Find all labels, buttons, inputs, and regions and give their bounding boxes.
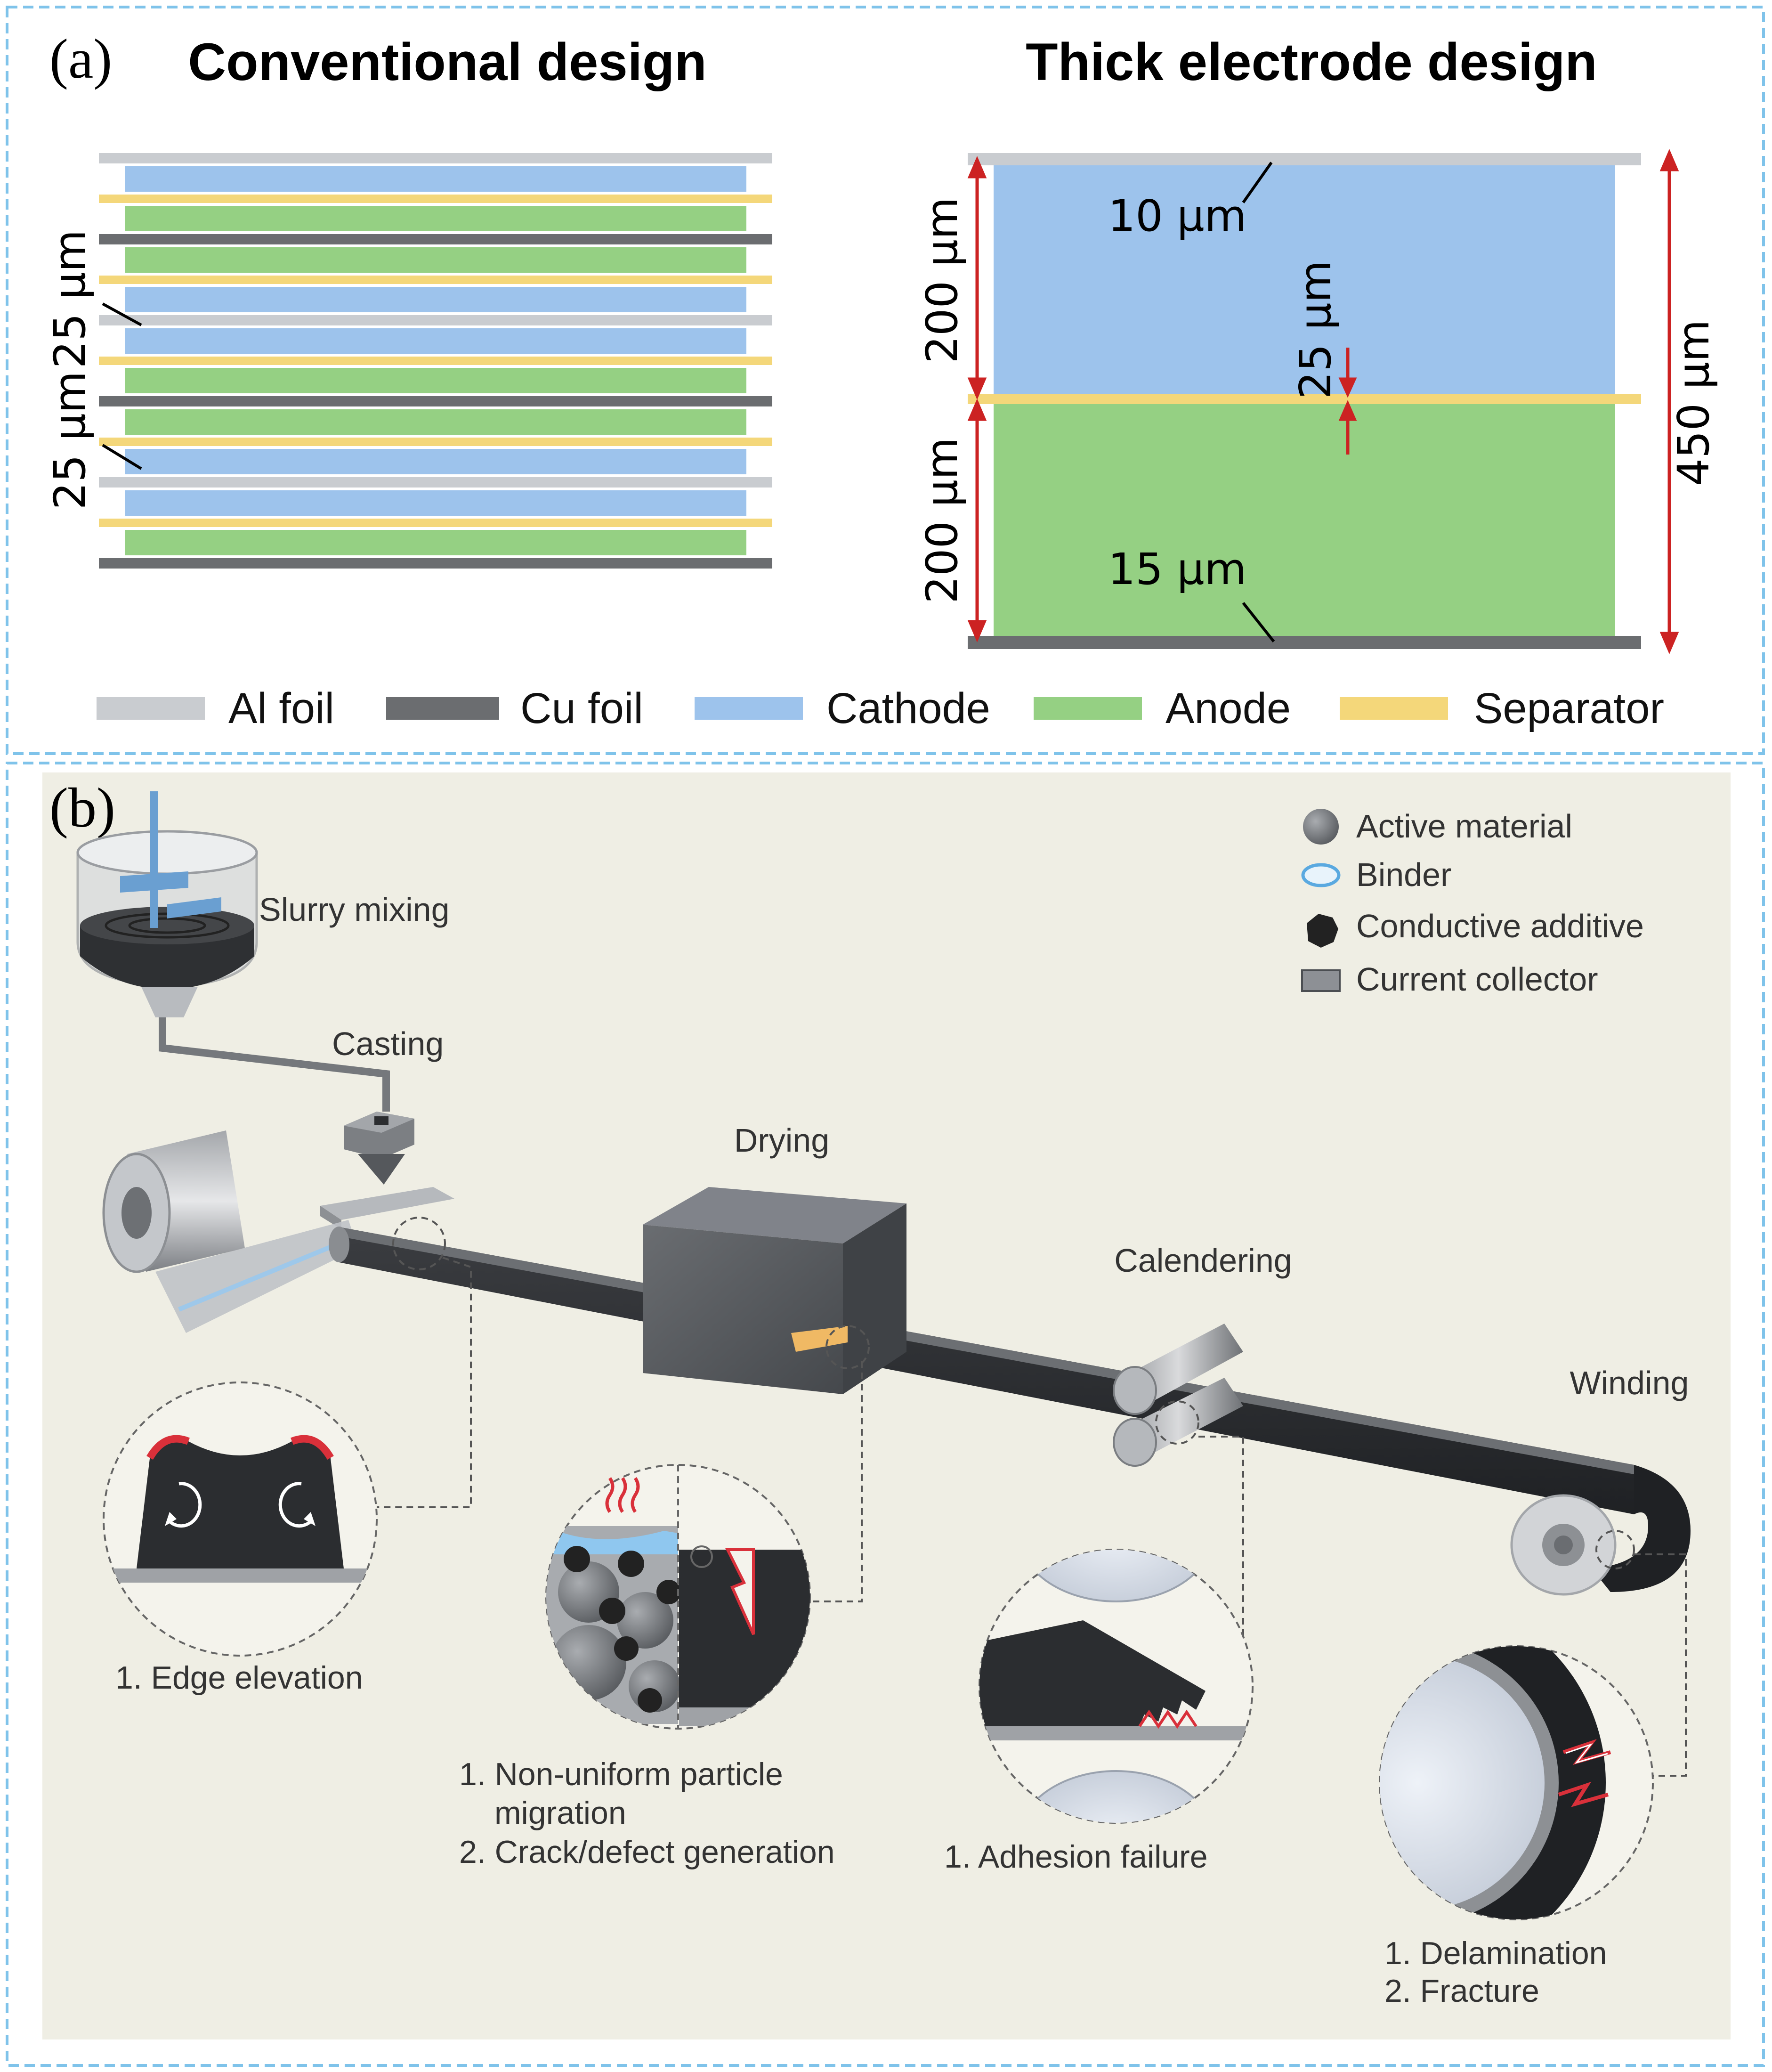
thick-separator-label: 25 µm: [1290, 260, 1341, 399]
conv-layer-cathode: [125, 287, 746, 312]
defect-drying-line-1: 1. Non-uniform particle: [459, 1756, 783, 1792]
step-slurry-mixing: Slurry mixing: [259, 891, 450, 928]
conv-layer-cathode: [125, 449, 746, 474]
conv-layer-anode: [125, 409, 746, 435]
defect-adhesion-failure-label: 1. Adhesion failure: [944, 1839, 1208, 1875]
step-casting: Casting: [332, 1025, 444, 1062]
thick-stack: [968, 153, 1641, 649]
conv-layer-al-foil: [99, 153, 772, 163]
binder-icon: [1301, 863, 1341, 887]
conv-layer-anode: [125, 206, 746, 231]
legend-anode-label: Anode: [1165, 684, 1291, 732]
conv-layer-al-foil: [99, 315, 772, 325]
thick-cu-leader: [1242, 602, 1275, 642]
defect-drying-line-2: migration: [494, 1795, 626, 1831]
conv-layer-anode: [125, 247, 746, 273]
thick-cathode: [994, 165, 1615, 394]
winding-roll: [1510, 1494, 1617, 1596]
slurry-mixer: [76, 791, 390, 1112]
conv-layer-al-foil: [99, 477, 772, 488]
legend-al-foil-swatch: [97, 697, 205, 720]
conventional-title: Conventional design: [188, 33, 706, 91]
legend-cathode-swatch: [695, 697, 803, 720]
thick-anode: [994, 404, 1615, 636]
active-material-icon: [1303, 809, 1339, 845]
conv-layer-separator: [99, 357, 772, 365]
legend-al-foil-label: Al foil: [228, 684, 334, 732]
step-calendering: Calendering: [1114, 1242, 1292, 1279]
legend-active-material: Active material: [1356, 808, 1572, 845]
conv-layer-anode: [125, 530, 746, 555]
calendering-rollers: [1113, 1324, 1243, 1467]
defect-drying: [545, 1464, 811, 1730]
conv-layer-separator: [99, 519, 772, 527]
step-drying: Drying: [734, 1122, 829, 1159]
thick-cu-foil: [968, 636, 1641, 649]
conv-layer-cu-foil: [99, 396, 772, 406]
thick-anode-height: 200 µm: [917, 438, 967, 604]
thick-cathode-height: 200 µm: [917, 197, 967, 364]
conv-layer-separator: [99, 195, 772, 203]
defect-delamination-line-1: 1. Delamination: [1384, 1935, 1607, 1971]
conv-dim-bottom-leader: [102, 444, 142, 470]
conv-layer-separator: [99, 276, 772, 284]
thick-al-leader: [1242, 162, 1273, 203]
conv-layer-cathode: [125, 166, 746, 192]
conv-layer-cu-foil: [99, 234, 772, 244]
thick-total-height: 450 µm: [1668, 320, 1719, 486]
legend-cu-foil-label: Cu foil: [520, 684, 643, 732]
panel-a-frame: [6, 6, 1765, 755]
step-winding: Winding: [1570, 1365, 1689, 1401]
defect-drying-line-3: 2. Crack/defect generation: [459, 1834, 835, 1870]
legend-cathode-label: Cathode: [826, 684, 990, 732]
thick-separator: [968, 394, 1641, 404]
legend-anode-swatch: [1034, 697, 1142, 720]
conv-dim-top-leader: [102, 302, 142, 326]
conv-layer-cu-foil: [99, 558, 772, 569]
conv-layer-cathode: [125, 328, 746, 354]
legend-cu-foil-swatch: [386, 697, 499, 720]
thick-al-foil: [968, 153, 1641, 165]
legend-conductive-additive: Conductive additive: [1356, 908, 1644, 944]
conv-layer-cathode: [125, 490, 746, 516]
conv-layer-anode: [125, 368, 746, 393]
defect-adhesion-failure: [979, 1549, 1254, 1824]
thick-al-thickness: 10 µm: [1108, 191, 1246, 241]
conductive-additive-icon: [1307, 914, 1338, 948]
drying-box: [643, 1187, 906, 1394]
panel-b-legend: Active material Binder Conductive additi…: [1301, 808, 1644, 998]
thick-dimension-arrows: [967, 149, 1679, 654]
conv-dim-top: 25 µm: [45, 230, 95, 368]
legend-current-collector: Current collector: [1356, 961, 1598, 998]
thick-cu-thickness: 15 µm: [1108, 544, 1246, 594]
thick-title: Thick electrode design: [1026, 33, 1597, 91]
panel-a-legend: Al foil Cu foil Cathode Anode Separator: [97, 684, 1664, 732]
legend-separator-swatch: [1340, 697, 1448, 720]
defect-edge-elevation-label: 1. Edge elevation: [115, 1660, 363, 1696]
conventional-stack: [99, 153, 772, 569]
panel-b-label: (b): [49, 776, 115, 839]
defect-edge-elevation: [103, 1381, 378, 1657]
defect-delamination-line-2: 2. Fracture: [1384, 1973, 1539, 2009]
conv-dim-bottom: 25 µm: [45, 371, 95, 510]
panel-b-frame: [6, 762, 1765, 2067]
legend-binder: Binder: [1356, 856, 1451, 893]
legend-separator-label: Separator: [1474, 684, 1664, 732]
foil-roll: [102, 1130, 358, 1333]
defect-delamination: [1379, 1645, 1654, 1920]
current-collector-icon: [1301, 969, 1341, 992]
conv-layer-separator: [99, 438, 772, 446]
panel-a-label: (a): [49, 27, 112, 90]
